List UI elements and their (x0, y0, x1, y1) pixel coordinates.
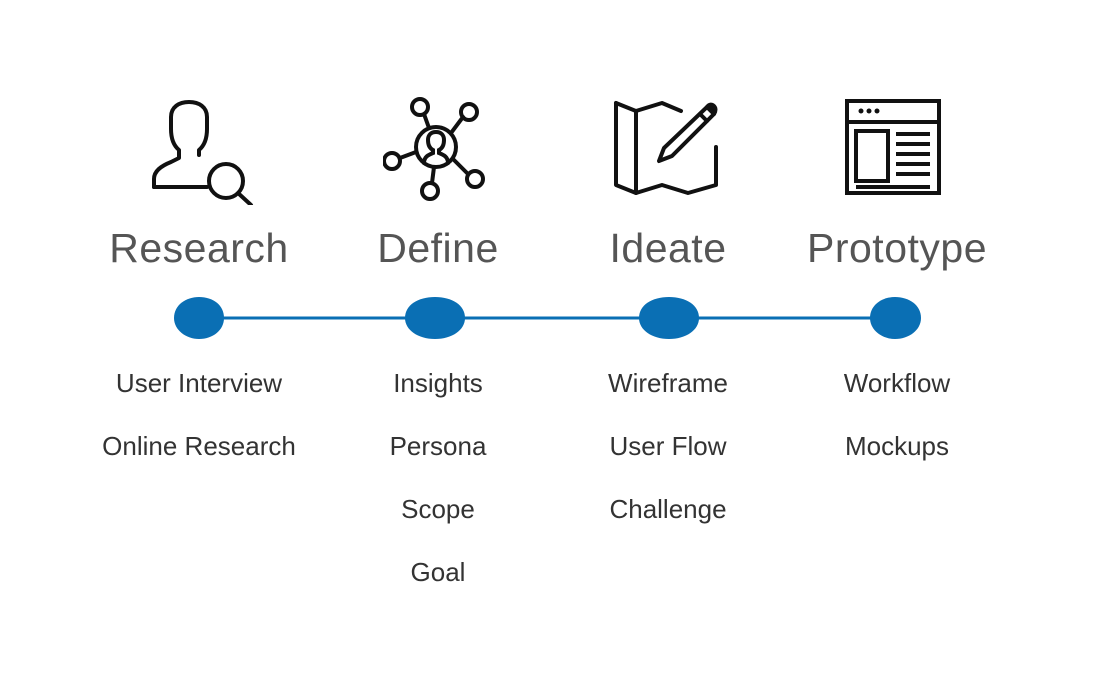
list-item: Persona (389, 431, 487, 461)
timeline-node-define (405, 297, 465, 339)
stage-title: Define (377, 225, 499, 271)
timeline-node-prototype (870, 297, 921, 339)
list-item: Mockups (844, 431, 950, 461)
list-item: Scope (401, 494, 475, 524)
stage-title: Prototype (807, 225, 987, 271)
stage-title: Research (109, 225, 289, 271)
user-search-icon (149, 95, 259, 205)
timeline-node-ideate (639, 297, 699, 339)
list-item: Wireframe (608, 368, 728, 398)
list-item: User Flow (609, 431, 727, 461)
stage-items: User Interview Online Research (79, 365, 319, 491)
stage-items: Wireframe User Flow Challenge (548, 365, 788, 554)
map-pencil-icon (613, 95, 723, 205)
list-item: Workflow (843, 368, 951, 398)
stage-items: Workflow Mockups (777, 365, 1017, 491)
timeline-node-research (174, 297, 224, 339)
stage-items: Insights Persona Scope Goal (318, 365, 558, 617)
stage-title: Ideate (609, 225, 727, 271)
list-item: Insights (393, 368, 483, 398)
list-item: Goal (410, 557, 466, 587)
browser-layout-icon (842, 95, 952, 205)
list-item: Challenge (609, 494, 727, 524)
list-item: Online Research (102, 431, 296, 461)
network-user-icon (383, 95, 493, 205)
list-item: User Interview (115, 368, 283, 398)
